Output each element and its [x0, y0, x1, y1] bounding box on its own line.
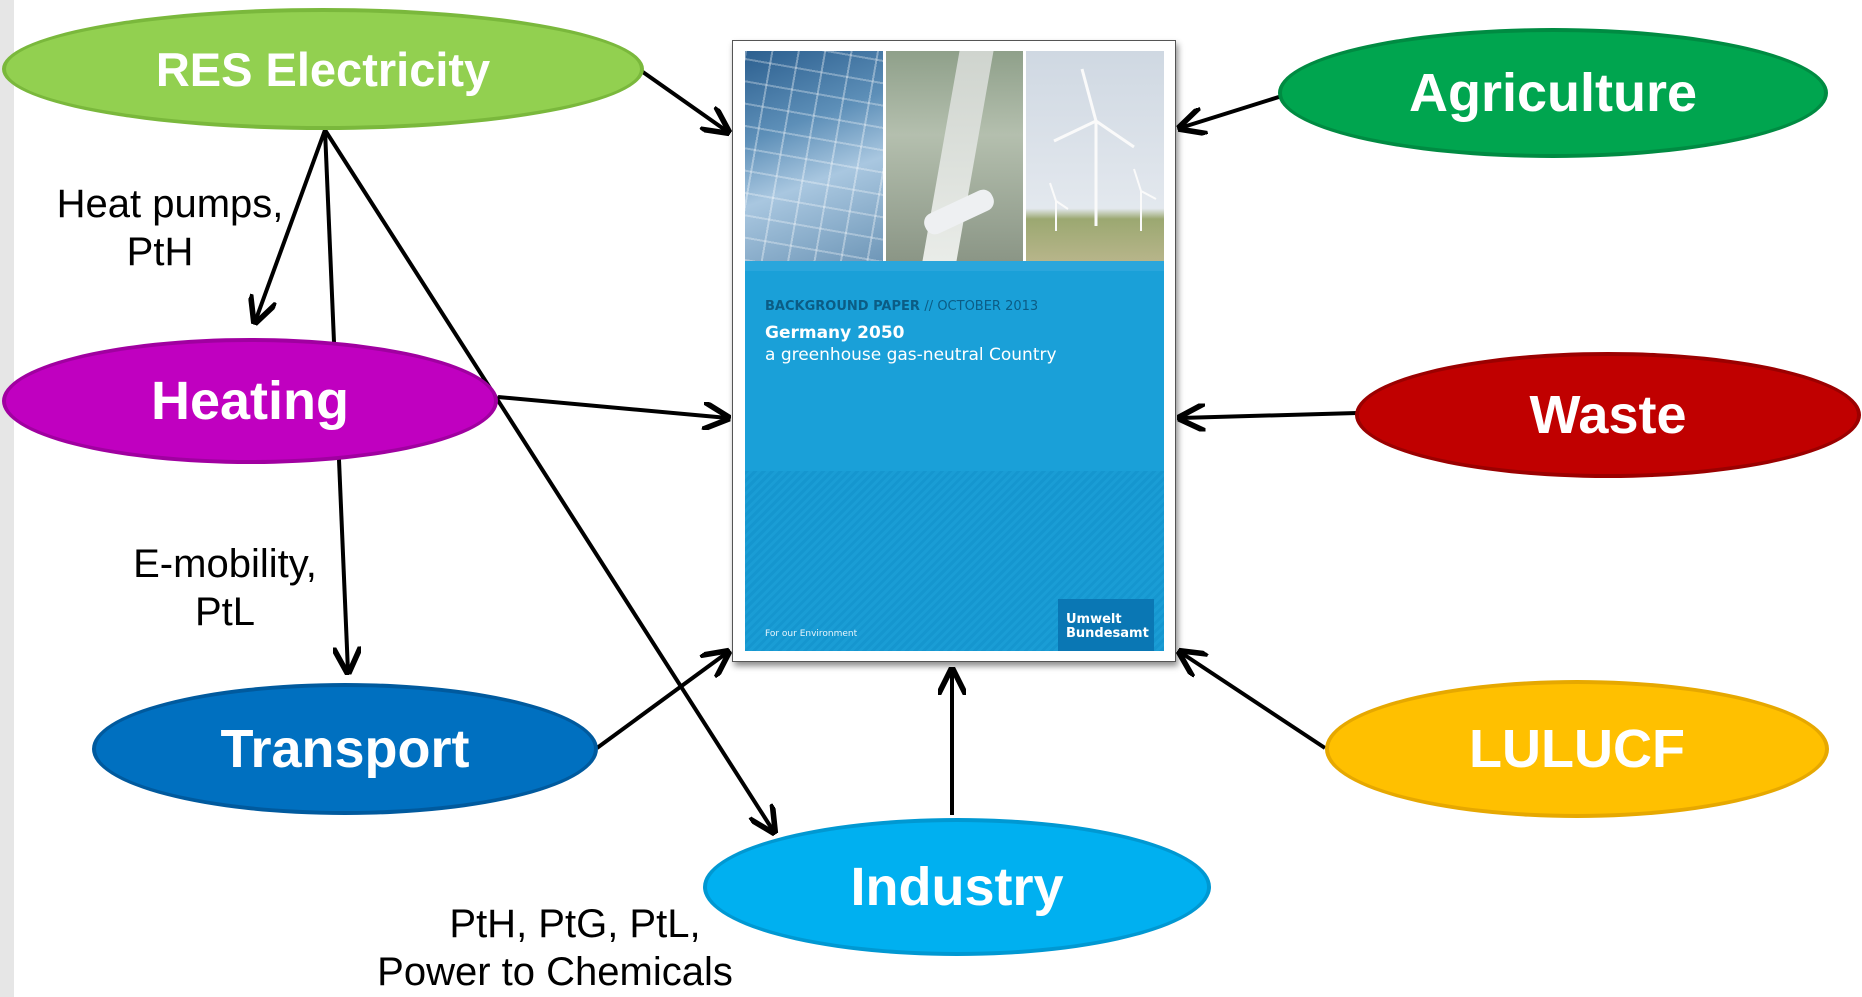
wind-turbine-photo [1026, 51, 1164, 261]
cover-title: Germany 2050 [765, 323, 905, 343]
arrow-heating-to-document [497, 395, 728, 418]
cover-band [745, 261, 1164, 271]
highway-train-photo [885, 51, 1024, 261]
logo-line-1: Umwelt [1066, 612, 1122, 627]
solar-panel-photo [745, 51, 883, 261]
arrow-lulucf-to-document [1180, 652, 1327, 750]
edge-label-emobility-line-1: E-mobility, [133, 542, 317, 586]
node-lulucf: LULUCF [1325, 680, 1829, 818]
node-res-electricity: RES Electricity [2, 8, 644, 130]
node-waste: Waste [1355, 352, 1861, 478]
node-transport: Transport [92, 683, 598, 815]
edge-label-industry: PtH, PtG, PtL, Power to Chemicals [335, 900, 775, 996]
edge-label-emobility: E-mobility, PtL [70, 540, 380, 636]
node-waste-label: Waste [1529, 385, 1687, 445]
node-lulucf-label: LULUCF [1469, 719, 1685, 779]
background-paper-cover: BACKGROUND PAPER // OCTOBER 2013 Germany… [732, 40, 1176, 662]
umweltbundesamt-logo: Umwelt Bundesamt [1058, 599, 1154, 651]
node-transport-label: Transport [220, 719, 470, 779]
node-industry: Industry [703, 818, 1211, 956]
cover-date: // OCTOBER 2013 [924, 299, 1039, 314]
arrow-waste-to-document [1180, 413, 1358, 418]
node-agriculture-label: Agriculture [1408, 63, 1698, 123]
edge-label-heat-pumps: Heat pumps, PtH [20, 180, 320, 276]
cover-footer: For our Environment [765, 629, 858, 639]
edge-label-emobility-line-2: PtL [194, 590, 256, 634]
arrow-res-to-heating [255, 129, 327, 322]
cover-photos [745, 51, 1164, 261]
cover-page: BACKGROUND PAPER // OCTOBER 2013 Germany… [745, 51, 1164, 651]
node-industry-label: Industry [850, 857, 1064, 917]
arrow-res-to-document [638, 68, 728, 132]
edge-label-heat-pumps-line-1: Heat pumps, [56, 182, 284, 226]
arrow-agriculture-to-document [1180, 94, 1283, 128]
arrow-res-to-industry [323, 128, 774, 832]
logo-line-2: Bundesamt [1066, 626, 1149, 642]
slide-edge-strip [0, 0, 14, 997]
cover-kicker-text: BACKGROUND PAPER [765, 299, 920, 314]
edge-label-heat-pumps-line-2: PtH [126, 230, 194, 274]
arrow-transport-to-document [595, 652, 728, 750]
edge-label-industry-line-2: Power to Chemicals [377, 950, 733, 994]
node-heating: Heating [2, 338, 498, 464]
cover-kicker: BACKGROUND PAPER // OCTOBER 2013 [765, 299, 1038, 314]
edge-label-industry-line-1: PtH, PtG, PtL, [449, 902, 701, 946]
node-res-label: RES Electricity [155, 42, 491, 96]
cover-subtitle: a greenhouse gas-neutral Country [765, 345, 1057, 365]
node-heating-label: Heating [150, 371, 350, 431]
node-agriculture: Agriculture [1278, 28, 1828, 158]
